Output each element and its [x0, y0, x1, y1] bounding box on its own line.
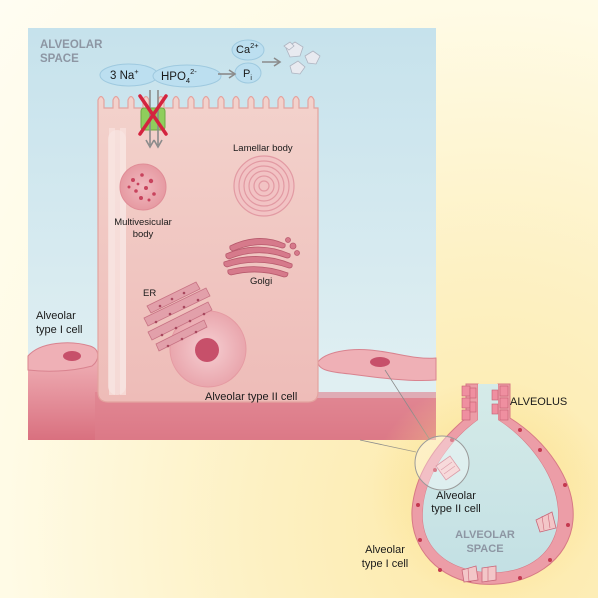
multivesicular-body-label-1: Multivesicular [114, 217, 172, 228]
calcium-label: Ca2+ [236, 41, 259, 56]
alveolus-lumen [422, 384, 559, 573]
golgi-apparatus [223, 237, 300, 278]
lamellar-body-label: Lamellar body [233, 143, 293, 154]
inset-type2-label-1: Alveolar [436, 490, 476, 502]
type1-cell-label-1: Alveolar [36, 310, 76, 322]
phosphate-label: HPO42- [161, 67, 197, 85]
multivesicular-body [119, 163, 167, 211]
main-panel: ALVEOLAR SPACE 3 Na+ HPO42- Ca2+ Pi Lame… [27, 28, 437, 440]
alveolus-label: ALVEOLUS [510, 396, 567, 408]
inset-type1-label-2: type I cell [362, 558, 408, 570]
inset-space-label-1: ALVEOLAR [455, 529, 515, 541]
multivesicular-body-label-2: body [133, 229, 154, 240]
inset-type1-label-1: Alveolar [365, 544, 405, 556]
sodium-label: 3 Na+ [110, 67, 139, 82]
phosphate-ion [152, 64, 222, 88]
er-label: ER [143, 288, 156, 299]
nucleolus [195, 338, 219, 362]
alveolar-space-title-2: SPACE [40, 53, 79, 65]
endoplasmic-reticulum [143, 281, 213, 352]
type1-nucleus-right [370, 357, 390, 367]
zoom-circle [414, 435, 470, 491]
duct-cells [461, 385, 509, 421]
golgi-label: Golgi [250, 276, 272, 287]
junction-region [108, 130, 126, 395]
type1-cell-label-2: type I cell [36, 324, 82, 336]
inhibition-cross [138, 94, 168, 136]
lamellar-body [233, 155, 295, 217]
inset-space-label-2: SPACE [466, 543, 503, 555]
pi-label: Pi [243, 68, 252, 82]
calcium-phosphate-crystals [283, 41, 321, 75]
type1-nucleus-left [63, 351, 81, 361]
inset-type2-label-2: type II cell [431, 503, 481, 515]
alveolar-space-title-1: ALVEOLAR [40, 39, 103, 51]
type2-cell-label: Alveolar type II cell [205, 391, 297, 403]
inset-cell-stripes [440, 461, 551, 583]
alveolus-inset: ALVEOLUS Alveolar type II cell ALVEOLAR … [362, 380, 598, 598]
mvb-vesicles [127, 173, 156, 202]
inset-type2-cells [435, 455, 557, 583]
pi-ion [234, 62, 262, 84]
precipitate-arrow [262, 57, 282, 67]
reaction-arrow [218, 69, 237, 79]
calcium-ion [231, 39, 265, 61]
